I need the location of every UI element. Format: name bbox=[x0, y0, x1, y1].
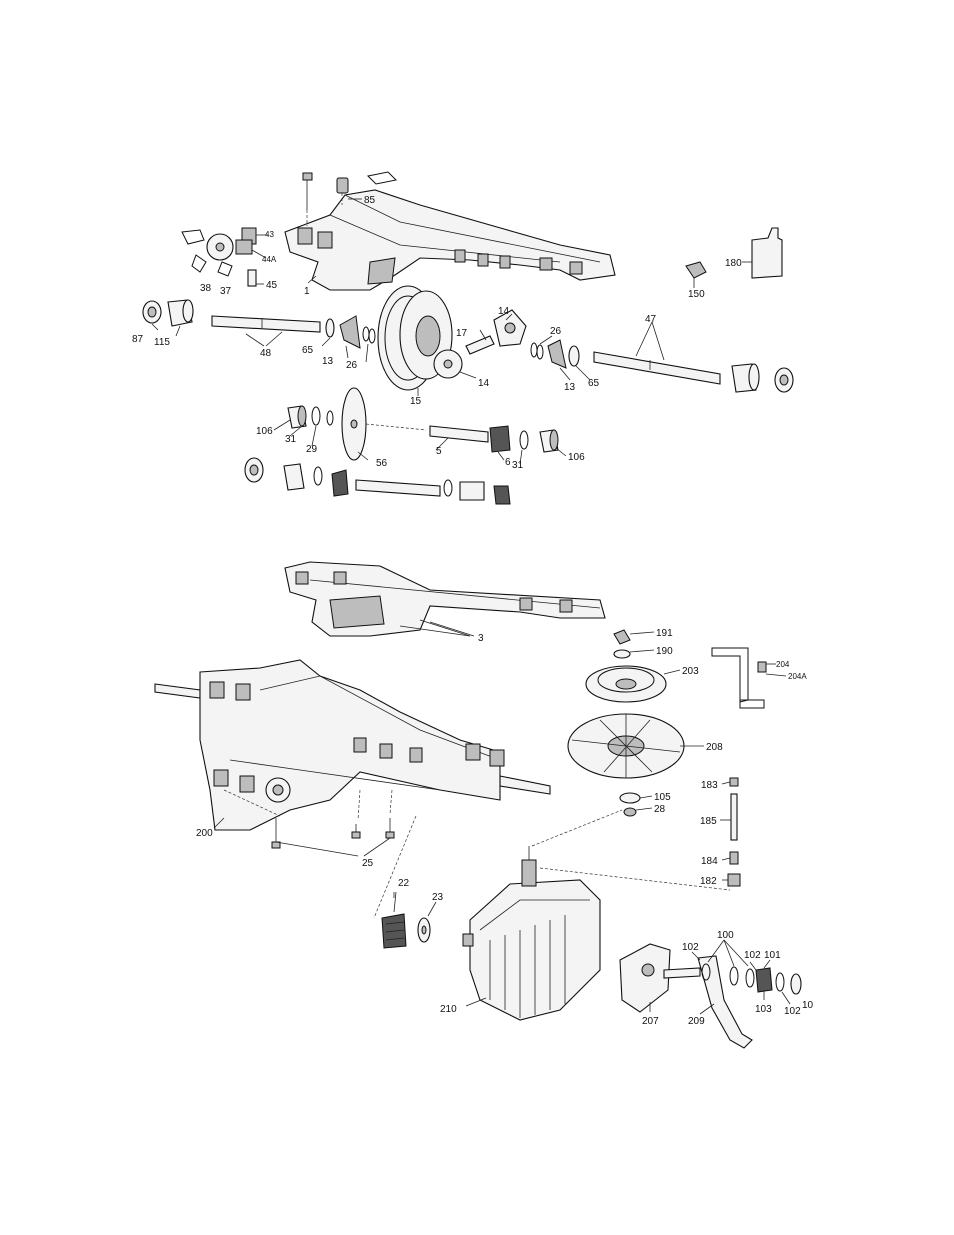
callout-150: 150 bbox=[688, 289, 705, 300]
top-plate bbox=[368, 172, 396, 184]
oil-fitting bbox=[686, 262, 706, 288]
callout-184: 184 bbox=[701, 856, 718, 867]
callout-102-b: 102 bbox=[744, 950, 761, 961]
callout-185: 185 bbox=[700, 816, 717, 827]
callout-191: 191 bbox=[656, 628, 673, 639]
spring-22 bbox=[382, 892, 406, 948]
pulley-stack bbox=[568, 630, 704, 816]
upper-housing bbox=[285, 190, 615, 290]
callout-29: 29 bbox=[306, 444, 318, 455]
hydro-pump-210 bbox=[463, 846, 600, 1020]
callout-204: 204 bbox=[776, 660, 790, 669]
callout-106-right: 106 bbox=[568, 452, 585, 463]
callout-209: 209 bbox=[688, 1016, 705, 1027]
oil-bottle bbox=[742, 228, 782, 278]
callout-22: 22 bbox=[398, 878, 410, 889]
callout-14-upper: 14 bbox=[498, 306, 510, 317]
callout-182: 182 bbox=[700, 876, 717, 887]
callout-203: 203 bbox=[682, 666, 699, 677]
callout-37: 37 bbox=[220, 286, 232, 297]
countershaft-group bbox=[288, 388, 558, 460]
callout-31-left: 31 bbox=[285, 434, 297, 445]
callout-85: 85 bbox=[364, 195, 376, 206]
callout-101: 101 bbox=[764, 950, 781, 961]
callout-200: 200 bbox=[196, 828, 213, 839]
housing-bolt bbox=[303, 173, 312, 226]
callout-28: 28 bbox=[654, 804, 666, 815]
top-leader-lines bbox=[152, 276, 590, 464]
callout-45: 45 bbox=[266, 280, 278, 291]
bracket-204 bbox=[712, 648, 786, 708]
callout-26-right: 26 bbox=[550, 326, 562, 337]
callout-38: 38 bbox=[200, 283, 212, 294]
callout-13-right: 13 bbox=[564, 382, 576, 393]
callout-6: 6 bbox=[505, 457, 511, 468]
callout-65-left: 65 bbox=[302, 345, 314, 356]
callout-56: 56 bbox=[376, 458, 388, 469]
callout-208: 208 bbox=[706, 742, 723, 753]
callout-13-left: 13 bbox=[322, 356, 334, 367]
callout-23: 23 bbox=[432, 892, 444, 903]
callout-44a: 44A bbox=[262, 255, 277, 264]
callout-115: 115 bbox=[154, 337, 170, 348]
callout-183: 183 bbox=[701, 780, 718, 791]
callout-100: 100 bbox=[717, 930, 734, 941]
callout-10: 10 bbox=[802, 1000, 814, 1011]
callout-15: 15 bbox=[410, 396, 422, 407]
callout-180: 180 bbox=[725, 258, 742, 269]
callout-103: 103 bbox=[755, 1004, 772, 1015]
callout-47: 47 bbox=[645, 314, 657, 325]
callout-14-lower: 14 bbox=[478, 378, 490, 389]
callout-3: 3 bbox=[478, 633, 484, 644]
callout-210: 210 bbox=[440, 1004, 457, 1015]
callout-65-right: 65 bbox=[588, 378, 600, 389]
washer-23 bbox=[418, 902, 436, 942]
top-panel bbox=[143, 172, 793, 504]
callout-48: 48 bbox=[260, 348, 272, 359]
callout-26-left: 26 bbox=[346, 360, 358, 371]
brake-assembly bbox=[182, 228, 268, 286]
callout-87: 87 bbox=[132, 334, 144, 345]
callout-25: 25 bbox=[362, 858, 374, 869]
callout-207: 207 bbox=[642, 1016, 659, 1027]
callout-31-right: 31 bbox=[512, 460, 524, 471]
callout-106-left: 106 bbox=[256, 426, 273, 437]
pump-shaft-line bbox=[532, 810, 622, 846]
callout-17: 17 bbox=[456, 328, 468, 339]
callout-105: 105 bbox=[654, 792, 671, 803]
lower-housing-3 bbox=[285, 562, 605, 636]
differential-gears bbox=[434, 310, 579, 378]
right-axle-group bbox=[594, 322, 793, 392]
callout-204a: 204A bbox=[788, 672, 807, 681]
ring-gear-15 bbox=[378, 286, 452, 396]
left-axle-group bbox=[143, 300, 375, 348]
transaxle-assembly-200 bbox=[155, 660, 550, 830]
callout-102-a: 102 bbox=[682, 942, 699, 953]
callout-1: 1 bbox=[304, 286, 310, 297]
callout-190: 190 bbox=[656, 646, 673, 657]
callout-102-c: 102 bbox=[784, 1006, 801, 1017]
callout-43: 43 bbox=[265, 230, 274, 239]
rod-assembly bbox=[720, 778, 740, 886]
callout-5: 5 bbox=[436, 446, 442, 457]
